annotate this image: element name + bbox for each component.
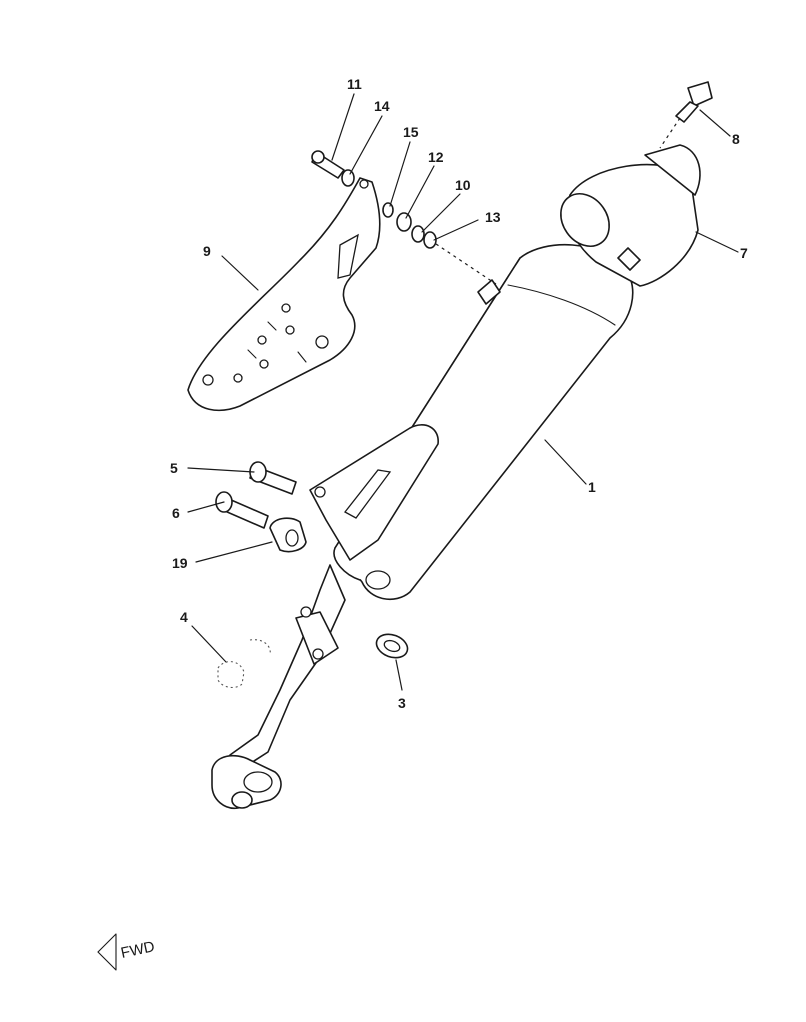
callout-7: 7 [740, 245, 748, 261]
callout-14: 14 [374, 98, 390, 114]
exhaust-nut [217, 639, 271, 689]
callout-10: 10 [455, 177, 471, 193]
muffler-end-cap [560, 144, 701, 287]
callout-labels: 11 14 15 12 10 13 9 8 7 1 5 6 19 4 3 [170, 76, 748, 711]
callout-15: 15 [403, 124, 419, 140]
callout-6: 6 [172, 505, 180, 521]
exhaust-pipe [211, 564, 346, 810]
exhaust-gasket [375, 633, 409, 659]
heat-shield-hardware [311, 150, 437, 249]
forward-direction-marker: FWD [97, 933, 156, 971]
muffler-mounting-bracket [309, 424, 439, 561]
rubber-damper [269, 517, 307, 553]
callout-1: 1 [588, 479, 596, 495]
callout-12: 12 [428, 149, 444, 165]
callout-4: 4 [180, 609, 188, 625]
callout-9: 9 [203, 243, 211, 259]
callout-5: 5 [170, 460, 178, 476]
muffler-body [333, 243, 634, 600]
leader-lines [187, 93, 739, 691]
callout-3: 3 [398, 695, 406, 711]
end-cap-bolt [675, 81, 713, 123]
callout-19: 19 [172, 555, 188, 571]
forward-arrow-icon [97, 933, 117, 971]
callout-8: 8 [732, 131, 740, 147]
forward-label: FWD [119, 938, 156, 962]
mounting-bolts [215, 461, 297, 529]
callout-13: 13 [485, 209, 501, 225]
callout-11: 11 [347, 76, 362, 92]
heat-shield [187, 177, 381, 412]
